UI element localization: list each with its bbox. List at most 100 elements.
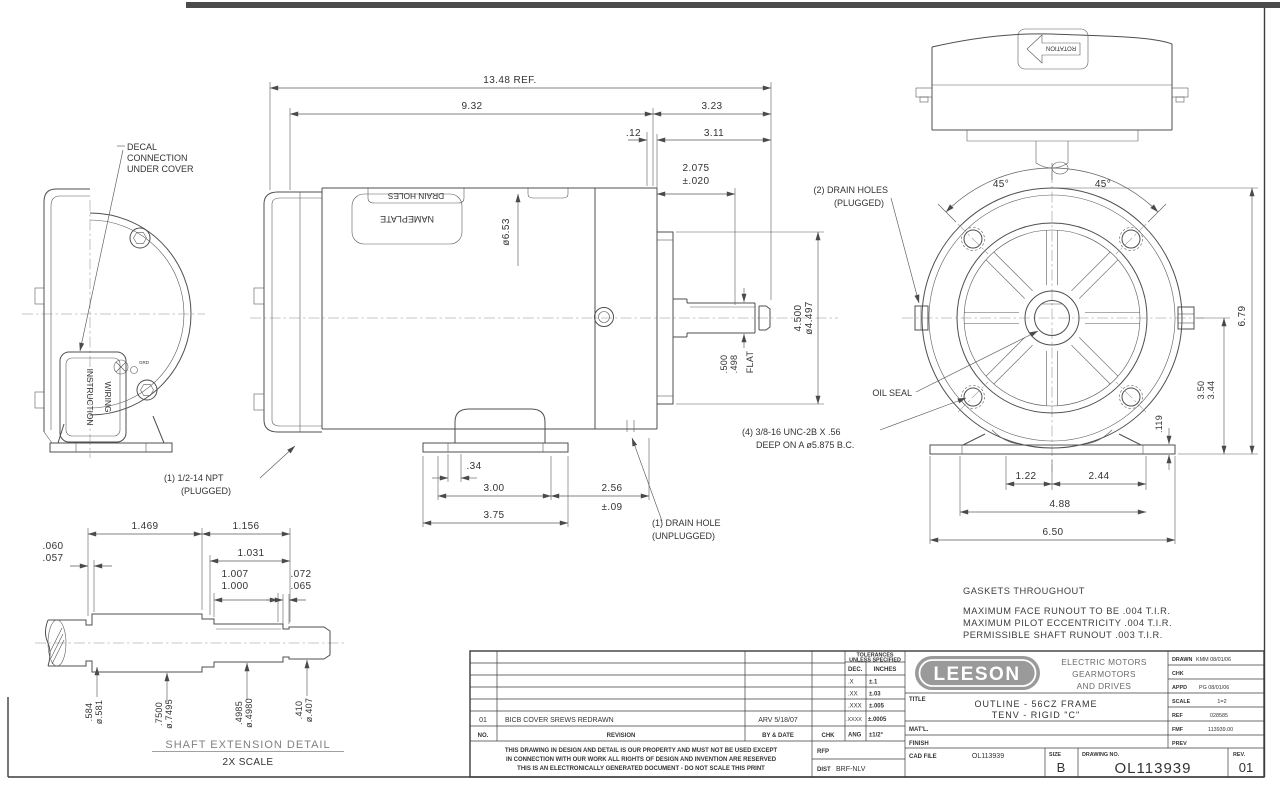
dist-value: BRF-NLV: [836, 766, 866, 773]
dim-2075-tol: ±.020: [683, 176, 710, 187]
matl-label: MAT'L.: [909, 727, 929, 733]
tol-row: ±.005: [869, 704, 885, 710]
tol-ang: ANG: [848, 733, 862, 739]
drain-holes-callout: (PLUGGED): [834, 198, 884, 208]
tolerances-header: UNLESS SPECIFIED: [849, 658, 901, 664]
dim-7495: ø.7495: [164, 699, 174, 729]
dim-679: 6.79: [1237, 305, 1248, 326]
rev-value: 01: [1239, 760, 1253, 775]
drawing-title: TENV - RIGID "C": [992, 710, 1080, 720]
general-notes: GASKETS THROUGHOUT MAXIMUM FACE RUNOUT T…: [963, 586, 1172, 640]
dim-4500: 4.500: [793, 304, 804, 331]
fmf-label: FMF: [1172, 727, 1184, 733]
tol-row: ±.03: [869, 692, 881, 698]
cad-file-label: CAD FILE: [909, 754, 937, 760]
drawing-no-value: OL113939: [1115, 760, 1192, 777]
tol-row: .X: [848, 680, 854, 686]
oil-seal-callout: OIL SEAL: [872, 388, 912, 398]
dim-581: ø.581: [94, 700, 104, 725]
company-line: AND DRIVES: [1077, 681, 1132, 691]
angle-45-left: 45°: [993, 179, 1009, 190]
dim-410: .410: [294, 701, 304, 720]
title-label: TITLE: [909, 697, 926, 703]
finish-label: FINISH: [909, 741, 929, 747]
scale-label: SCALE: [1172, 699, 1191, 705]
dim-323: 3.23: [701, 101, 722, 112]
detail-scale: 2X SCALE: [222, 757, 273, 768]
dim-4497: ø4.497: [804, 301, 815, 335]
front-view: INSTRUCTION WIRING GRD DECAL CONNECTION …: [22, 142, 205, 458]
decal-callout: CONNECTION: [127, 153, 188, 163]
cad-file-value: OL113939: [972, 753, 1004, 760]
company-line: GEARMOTORS: [1072, 669, 1136, 679]
decal-callout: DECAL: [127, 142, 157, 152]
dim-1000: 1.000: [221, 581, 248, 592]
dim-4980: ø.4980: [244, 698, 254, 728]
note-shaft-runout: PERMISSIBLE SHAFT RUNOUT .003 T.I.R.: [963, 630, 1163, 640]
dim-1469: 1.469: [131, 521, 158, 532]
dim-344: 3.44: [1206, 381, 1216, 400]
dim-1156: 1.156: [232, 521, 259, 532]
tap-callout: DEEP ON A ø5.875 B.C.: [756, 440, 854, 450]
rev-by-date: ARV 5/18/07: [758, 717, 798, 724]
tol-row: .XXX: [848, 704, 862, 710]
leeson-logo: [915, 656, 1040, 690]
tol-col-inches: INCHES: [874, 667, 897, 673]
dim-300: 3.00: [483, 483, 504, 494]
dim-060: .060: [42, 541, 63, 552]
dim-122: 1.22: [1015, 471, 1036, 482]
side-view: DRAIN HOLES NAMEPLATE: [164, 75, 838, 541]
tolerances-header: TOLERANCES: [856, 653, 893, 659]
tol-row: ±.0005: [868, 717, 887, 723]
dim-7500: .7500: [154, 702, 164, 726]
title-block: 01 BICB COVER SREWS REDRAWN ARV 5/18/07 …: [469, 650, 1265, 778]
dim-407: ø.407: [304, 698, 314, 723]
rev-desc: BICB COVER SREWS REDRAWN: [505, 717, 614, 724]
dim-488: 4.88: [1049, 499, 1070, 510]
ref-label: REF: [1172, 713, 1183, 719]
angle-45-right: 45°: [1095, 179, 1111, 190]
company-line: ELECTRIC MOTORS: [1061, 657, 1147, 667]
tol-row: .XXXX: [846, 717, 862, 723]
note-face-runout: MAXIMUM FACE RUNOUT TO BE .004 T.I.R.: [963, 606, 1170, 616]
disclaimer: THIS IS AN ELECTRONICALLY GENERATED DOCU…: [517, 766, 765, 772]
dist-label: DIST: [817, 767, 831, 773]
scale-value: 1=2: [1217, 699, 1226, 705]
size-label: SIZE: [1049, 752, 1061, 758]
rev-header-no: NO.: [478, 733, 489, 739]
dim-119: .119: [1154, 415, 1164, 433]
rev-header-revision: REVISION: [607, 733, 636, 739]
appd-value: PG 08/01/06: [1199, 685, 1229, 691]
dim-2075: 2.075: [682, 163, 709, 174]
dim-34: .34: [466, 461, 481, 472]
drawn-label: DRAWN: [1172, 657, 1192, 663]
size-value: B: [1057, 760, 1066, 775]
tol-row: ±.1: [869, 680, 878, 686]
rotation-label: ROTATION: [1046, 45, 1076, 51]
dim-1007: 1.007: [221, 569, 248, 580]
appd-label: APPD: [1172, 685, 1187, 691]
dim-350: 3.50: [1196, 381, 1206, 400]
dim-12: .12: [626, 128, 641, 139]
drain-hole-callout: (1) DRAIN HOLE: [652, 518, 721, 528]
drawing-title: OUTLINE - 56CZ FRAME: [974, 699, 1097, 709]
dim-256: 2.56: [601, 483, 622, 494]
note-pilot-eccentricity: MAXIMUM PILOT ECCENTRICITY .004 T.I.R.: [963, 618, 1172, 628]
leeson-logo-text: LEESON: [933, 664, 1020, 685]
dim-498: .498: [729, 355, 739, 374]
dim-375: 3.75: [483, 510, 504, 521]
rev-no: 01: [479, 717, 487, 724]
tol-col-dec: DEC.: [848, 667, 863, 673]
dim-244: 2.44: [1088, 471, 1109, 482]
dim-072: .072: [290, 569, 311, 580]
note-gaskets: GASKETS THROUGHOUT: [963, 586, 1085, 596]
chk-cell-label: CHK: [822, 733, 836, 739]
drawn-value: KMM 08/01/06: [1196, 657, 1231, 663]
wiring-instruction-label: WIRING: [103, 382, 113, 413]
dim-overall: 13.48 REF.: [483, 75, 536, 86]
drain-holes-label: DRAIN HOLES: [387, 191, 444, 201]
nameplate-label: NAMEPLATE: [380, 214, 434, 224]
npt-callout: (1) 1/2-14 NPT: [164, 473, 224, 483]
dim-4985: .4985: [234, 701, 244, 725]
